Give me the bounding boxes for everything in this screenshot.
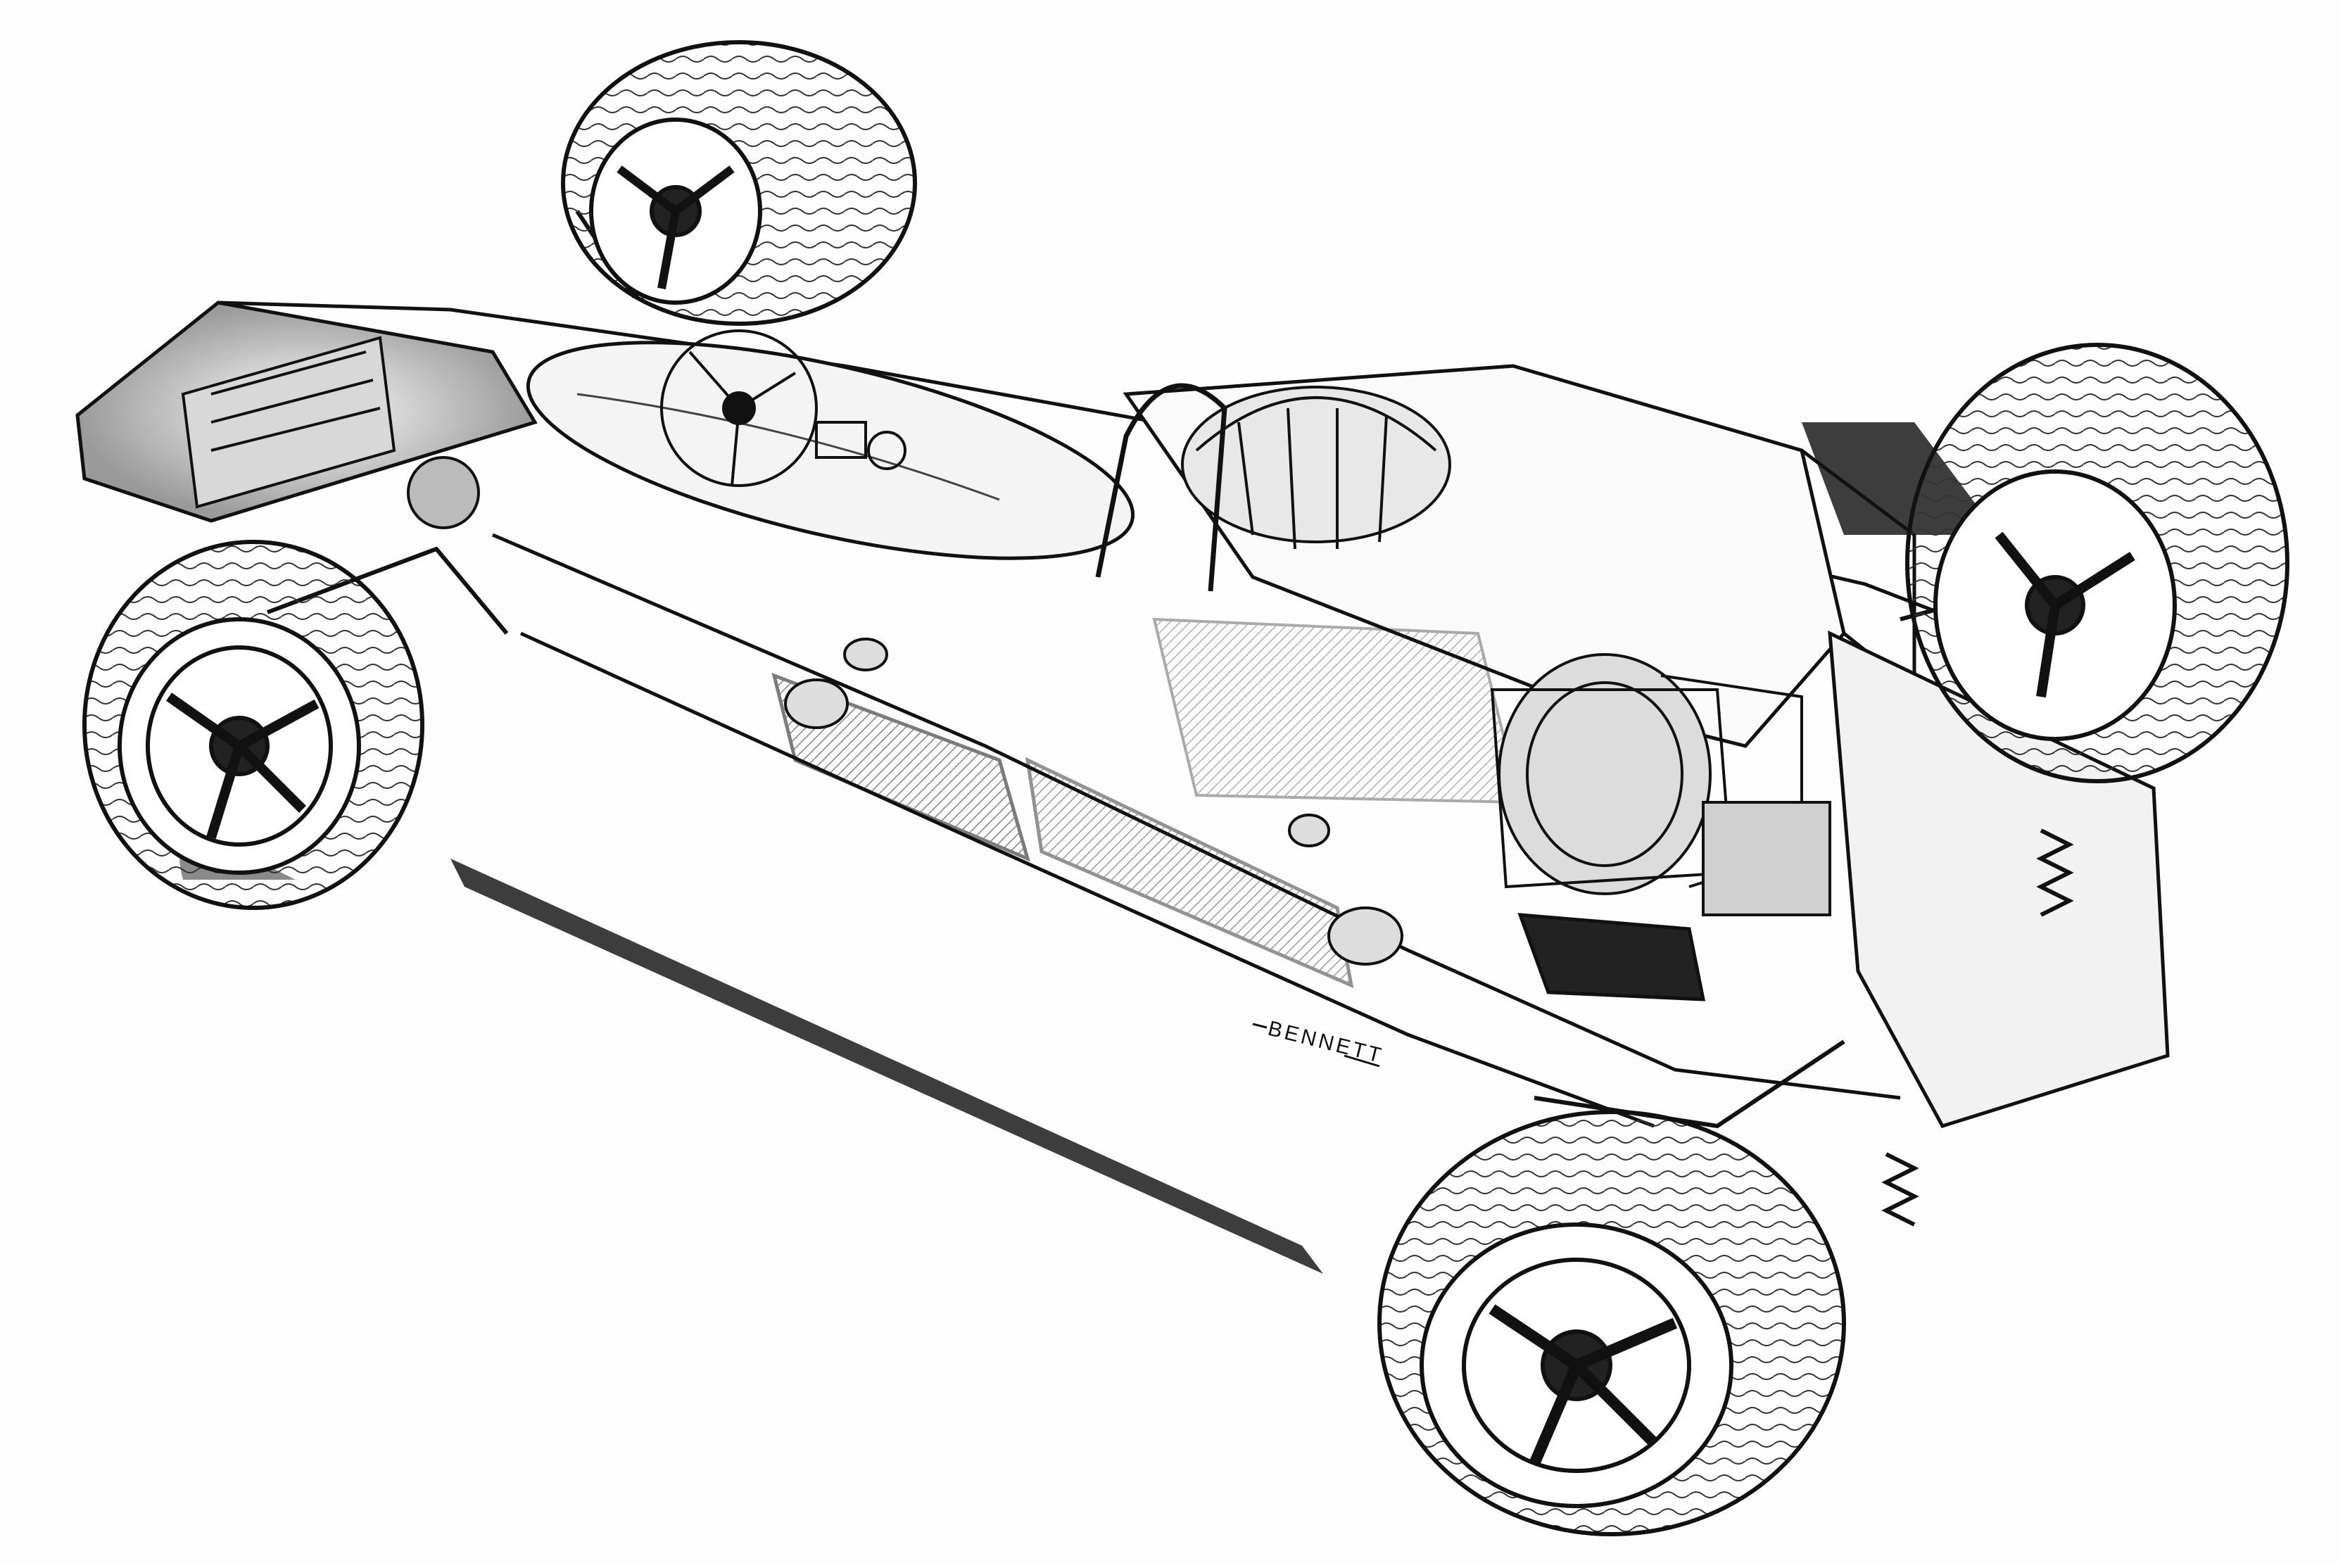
cockpit-controls (660, 329, 1227, 592)
compressor-drum (1152, 617, 1522, 804)
wheel-front-right (561, 40, 917, 326)
engine-assembly (1152, 386, 1831, 916)
artist-signature: BENNETT (1252, 1017, 1386, 1068)
roll-bar (1095, 383, 1227, 592)
chassis (75, 301, 2170, 1128)
cockpit-rim (526, 341, 1135, 560)
wheel-front-left (82, 540, 424, 910)
steering-wheel (660, 329, 818, 487)
wheel-rear-right (1905, 343, 2289, 783)
filler-caps (784, 638, 1403, 966)
wheel-rear-left (1377, 1110, 1846, 1536)
front-equipment (181, 336, 480, 529)
signature-text: BENNETT (1265, 1017, 1386, 1068)
rear-spring (2036, 828, 2074, 917)
